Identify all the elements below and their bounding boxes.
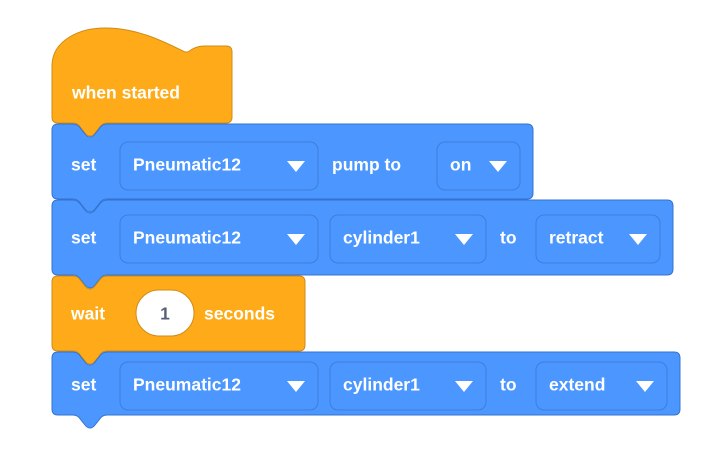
- cylinder-state-dropdown-box[interactable]: [535, 361, 668, 411]
- set-label: set: [71, 375, 96, 395]
- set-label: set: [71, 228, 96, 248]
- set-label: set: [71, 155, 96, 175]
- chevron-down-icon[interactable]: [455, 381, 473, 392]
- device-dropdown-value: Pneumatic12: [133, 375, 241, 395]
- wait-duration-input-box[interactable]: [135, 289, 195, 337]
- block-set-pump[interactable]: set Pneumatic12 pump to on: [51, 123, 534, 213]
- device-dropdown-box[interactable]: [119, 141, 319, 191]
- chevron-down-icon[interactable]: [636, 381, 654, 392]
- cylinder-state-dropdown-value: retract: [549, 228, 604, 248]
- cylinder-dropdown-value: cylinder1: [343, 228, 420, 248]
- chevron-down-icon[interactable]: [287, 234, 305, 245]
- cylinder-state-dropdown-box[interactable]: [535, 214, 661, 264]
- cylinder-state-dropdown-value: extend: [549, 375, 605, 395]
- device-dropdown-value: Pneumatic12: [133, 228, 241, 248]
- pump-to-label: pump to: [332, 155, 401, 175]
- to-label: to: [500, 375, 517, 395]
- cylinder-dropdown[interactable]: cylinder1: [329, 361, 487, 411]
- device-dropdown-box[interactable]: [119, 214, 319, 264]
- hat-block-shape[interactable]: [51, 27, 233, 137]
- device-dropdown[interactable]: Pneumatic12: [119, 214, 319, 264]
- chevron-down-icon[interactable]: [287, 161, 305, 172]
- pump-state-dropdown-box[interactable]: [436, 141, 521, 191]
- when-started-label: when started: [71, 83, 180, 103]
- device-dropdown-box[interactable]: [119, 361, 319, 411]
- wait-duration-input[interactable]: 1: [135, 289, 195, 337]
- device-dropdown[interactable]: Pneumatic12: [119, 361, 319, 411]
- wait-label: wait: [70, 304, 105, 324]
- block-when-started[interactable]: when started: [51, 27, 233, 137]
- block-set-cylinder-retract[interactable]: set Pneumatic12 cylinder1 to retract: [51, 199, 674, 289]
- block-set-cylinder-extend[interactable]: set Pneumatic12 cylinder1 to extend: [51, 351, 681, 429]
- device-dropdown-value: Pneumatic12: [133, 155, 241, 175]
- to-label: to: [500, 228, 517, 248]
- chevron-down-icon[interactable]: [629, 234, 647, 245]
- chevron-down-icon[interactable]: [455, 234, 473, 245]
- device-dropdown[interactable]: Pneumatic12: [119, 141, 319, 191]
- cylinder-dropdown[interactable]: cylinder1: [329, 214, 487, 264]
- cylinder-dropdown-value: cylinder1: [343, 375, 420, 395]
- cylinder-dropdown-box[interactable]: [329, 361, 487, 411]
- wait-duration-value: 1: [160, 304, 170, 324]
- chevron-down-icon[interactable]: [287, 381, 305, 392]
- pump-state-dropdown-value: on: [450, 155, 471, 175]
- cylinder-state-dropdown[interactable]: extend: [535, 361, 668, 411]
- cylinder-dropdown-box[interactable]: [329, 214, 487, 264]
- chevron-down-icon[interactable]: [489, 161, 507, 172]
- block-wait[interactable]: wait 1 seconds: [51, 275, 306, 365]
- cylinder-state-dropdown[interactable]: retract: [535, 214, 661, 264]
- pump-state-dropdown[interactable]: on: [436, 141, 521, 191]
- seconds-label: seconds: [204, 304, 275, 324]
